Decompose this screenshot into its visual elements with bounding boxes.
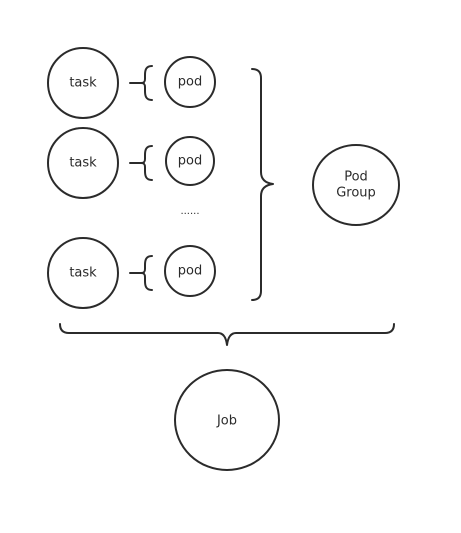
task-pod-brace-3	[129, 255, 153, 291]
job-brace	[59, 323, 395, 346]
pod-group-label-line1: Pod	[344, 170, 368, 185]
task-label-2: task	[69, 156, 97, 171]
pod-group-node	[312, 144, 400, 226]
pod-node-2	[165, 136, 215, 186]
task-row-1: task pod	[47, 47, 216, 119]
pod-label-3: pod	[178, 264, 202, 279]
pod-label-2: pod	[178, 154, 202, 169]
pod-group-brace	[251, 68, 274, 301]
task-label-1: task	[69, 76, 97, 91]
job-node	[174, 369, 280, 471]
pod-group-label-line2: Group	[336, 186, 376, 201]
pod-node-3	[164, 245, 216, 297]
pod-node-1	[164, 56, 216, 108]
task-row-2: task pod	[47, 127, 215, 199]
task-row-3: task pod	[47, 237, 216, 309]
pod-label-1: pod	[178, 75, 202, 90]
job-group: Job	[174, 369, 280, 471]
ellipsis-text: ......	[180, 206, 199, 217]
task-node-1	[47, 47, 119, 119]
job-label: Job	[216, 414, 237, 429]
task-node-3	[47, 237, 119, 309]
task-pod-brace-2	[129, 145, 153, 181]
task-pod-brace-1	[129, 65, 153, 101]
task-node-2	[47, 127, 119, 199]
task-label-3: task	[69, 266, 97, 281]
pod-group: Pod Group	[312, 144, 400, 226]
